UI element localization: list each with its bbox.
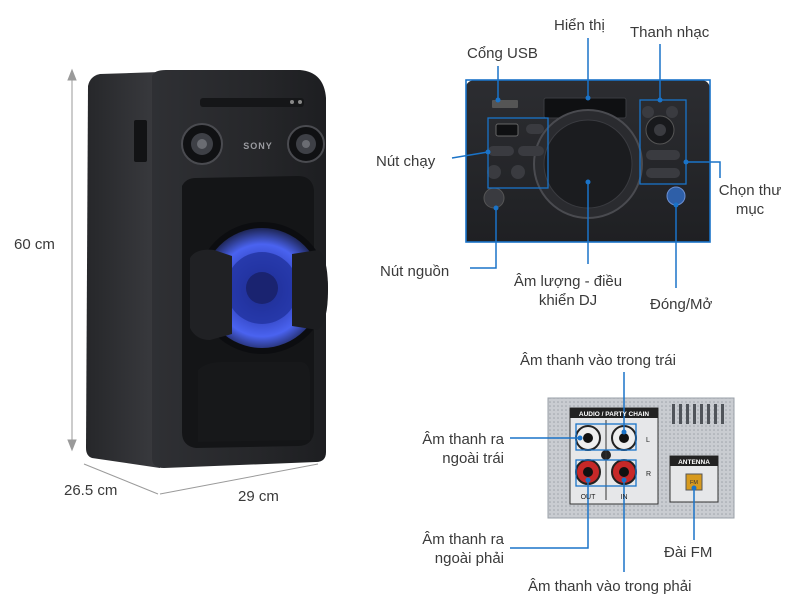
leader-dots-back — [577, 429, 697, 491]
audio-out-right-label-line1: Âm thanh ra — [422, 531, 504, 548]
leader-lines-top — [451, 38, 721, 288]
back-connector-panel — [547, 397, 735, 519]
audio-in-right-label: Âm thanh vào trong phải — [528, 578, 692, 595]
audio-out-right-label-line2: ngoài phải — [434, 550, 504, 567]
panel-print-in: IN — [621, 494, 628, 501]
leader-dots-top — [485, 95, 689, 211]
panel-print-left: L — [646, 437, 650, 444]
folder-select-label: Chọn thư mục — [715, 181, 785, 219]
leader-lines-back — [510, 372, 695, 572]
speaker-body — [86, 70, 328, 468]
volume-dj-label-line2: khiển DJ — [538, 292, 598, 309]
run-button-label: Nút chạy — [376, 153, 436, 170]
power-button-label: Nút nguồn — [380, 263, 450, 280]
display-label: Hiển thị — [554, 17, 605, 34]
depth-label: 26.5 cm — [64, 482, 118, 499]
panel-print-antenna: ANTENNA — [678, 459, 710, 466]
panel-print-fm: FM — [690, 480, 698, 486]
folder-select-label-line2: mục — [735, 201, 765, 218]
usb-port-label: Cổng USB — [467, 45, 538, 62]
audio-in-left-label: Âm thanh vào trong trái — [520, 352, 676, 369]
fm-radio-label: Đài FM — [664, 544, 713, 561]
width-dimension-line — [159, 463, 319, 495]
volume-dj-label: Âm lượng - điều khiển DJ — [508, 272, 628, 310]
audio-out-left-label-line2: ngoài trái — [442, 450, 504, 467]
music-bar-label: Thanh nhạc — [630, 24, 710, 41]
panel-print-section: AUDIO / PARTY CHAIN — [579, 411, 649, 418]
volume-dj-label-line1: Âm lượng - điều — [513, 273, 623, 290]
height-dimension-line — [67, 68, 77, 452]
width-label: 29 cm — [238, 488, 279, 505]
depth-dimension-line — [83, 463, 159, 495]
audio-out-right-label: Âm thanh ra ngoài phải — [404, 530, 504, 568]
height-label: 60 cm — [14, 236, 55, 253]
audio-out-left-label-line1: Âm thanh ra — [422, 431, 504, 448]
audio-out-left-label: Âm thanh ra ngoài trái — [404, 430, 504, 468]
sony-logo: SONY — [243, 141, 273, 151]
panel-print-right: R — [646, 471, 651, 478]
top-control-panel — [465, 79, 711, 243]
open-close-label: Đóng/Mở — [650, 296, 713, 313]
folder-select-label-line1: Chọn thư — [718, 182, 782, 199]
panel-print-out: OUT — [581, 494, 597, 501]
